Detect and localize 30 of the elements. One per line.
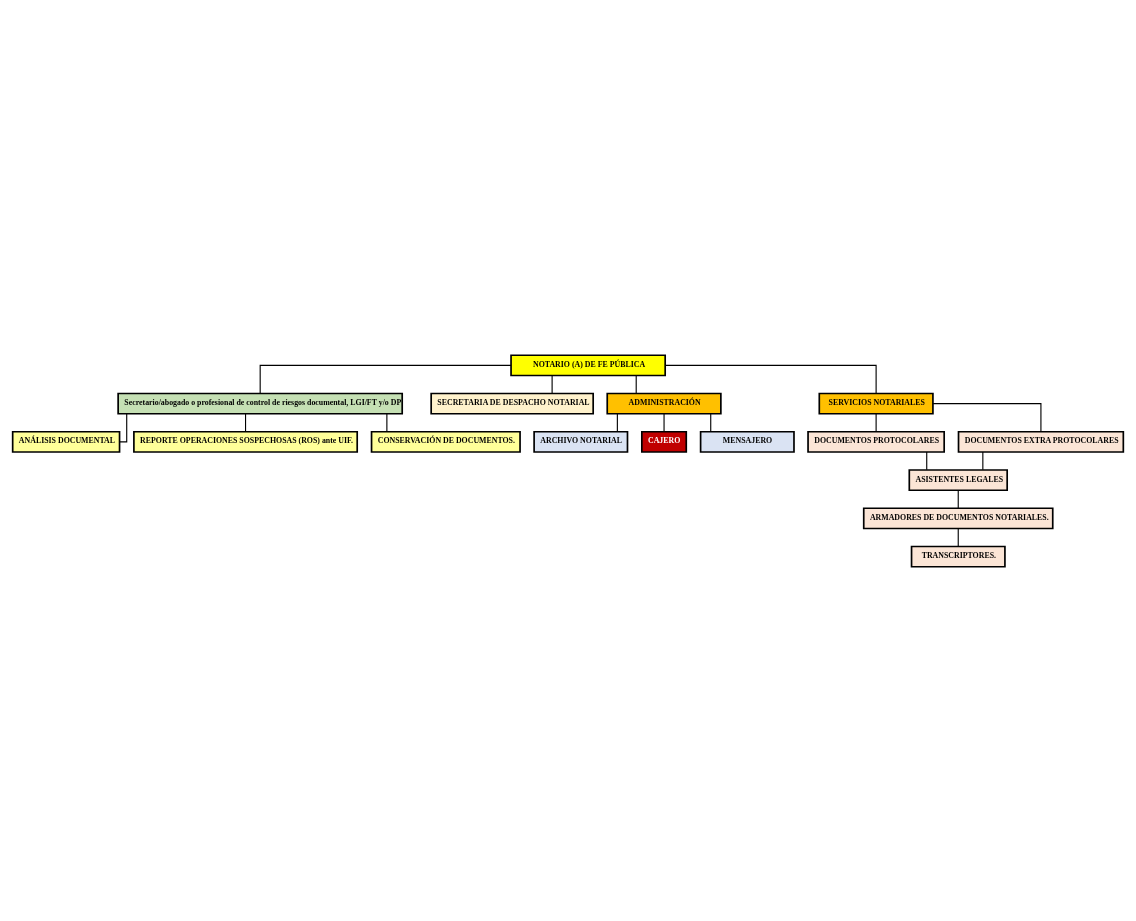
node-box: NOTARIO (A) DE FE PÚBLICA: [510, 353, 666, 376]
node-box: ANÁLISIS DOCUMENTAL: [11, 430, 121, 453]
node-box: SERVICIOS NOTARIALES: [818, 392, 934, 415]
node-box: DOCUMENTOS EXTRA PROTOCOLARES: [957, 430, 1125, 453]
connector: [259, 364, 512, 394]
connector: [551, 374, 553, 394]
connector: [710, 412, 712, 432]
connector: [875, 412, 877, 432]
connector: [663, 412, 665, 432]
node-box: ADMINISTRACIÓN: [606, 392, 722, 415]
node-box: ARMADORES DE DOCUMENTOS NOTARIALES.: [862, 506, 1054, 529]
connector: [957, 489, 959, 509]
node-box: ARCHIVO NOTARIAL: [533, 430, 629, 453]
node-box: DOCUMENTOS PROTOCOLARES: [807, 430, 945, 453]
connector: [386, 412, 388, 432]
node-box: CAJERO: [641, 430, 688, 453]
connector: [982, 451, 984, 470]
connector: [664, 364, 877, 394]
connector: [245, 412, 247, 432]
node-box: SECRETARIA DE DESPACHO NOTARIAL: [430, 392, 594, 415]
node-box: ASISTENTES LEGALES: [908, 468, 1008, 491]
node-box: TRANSCRIPTORES.: [910, 545, 1006, 568]
connector: [616, 412, 618, 432]
node-box: MENSAJERO: [699, 430, 795, 453]
connector: [119, 412, 128, 442]
node-box: CONSERVACIÓN DE DOCUMENTOS.: [370, 430, 521, 453]
connector: [932, 402, 1042, 432]
node-box: Secretario/abogado o profesional de control de riesgos documental, LGI/FT y/o DP: [117, 392, 404, 415]
node-box: REPORTE OPERACIONES SOSPECHOSAS (ROS) ante UIF.: [133, 430, 359, 453]
connector: [926, 451, 928, 470]
